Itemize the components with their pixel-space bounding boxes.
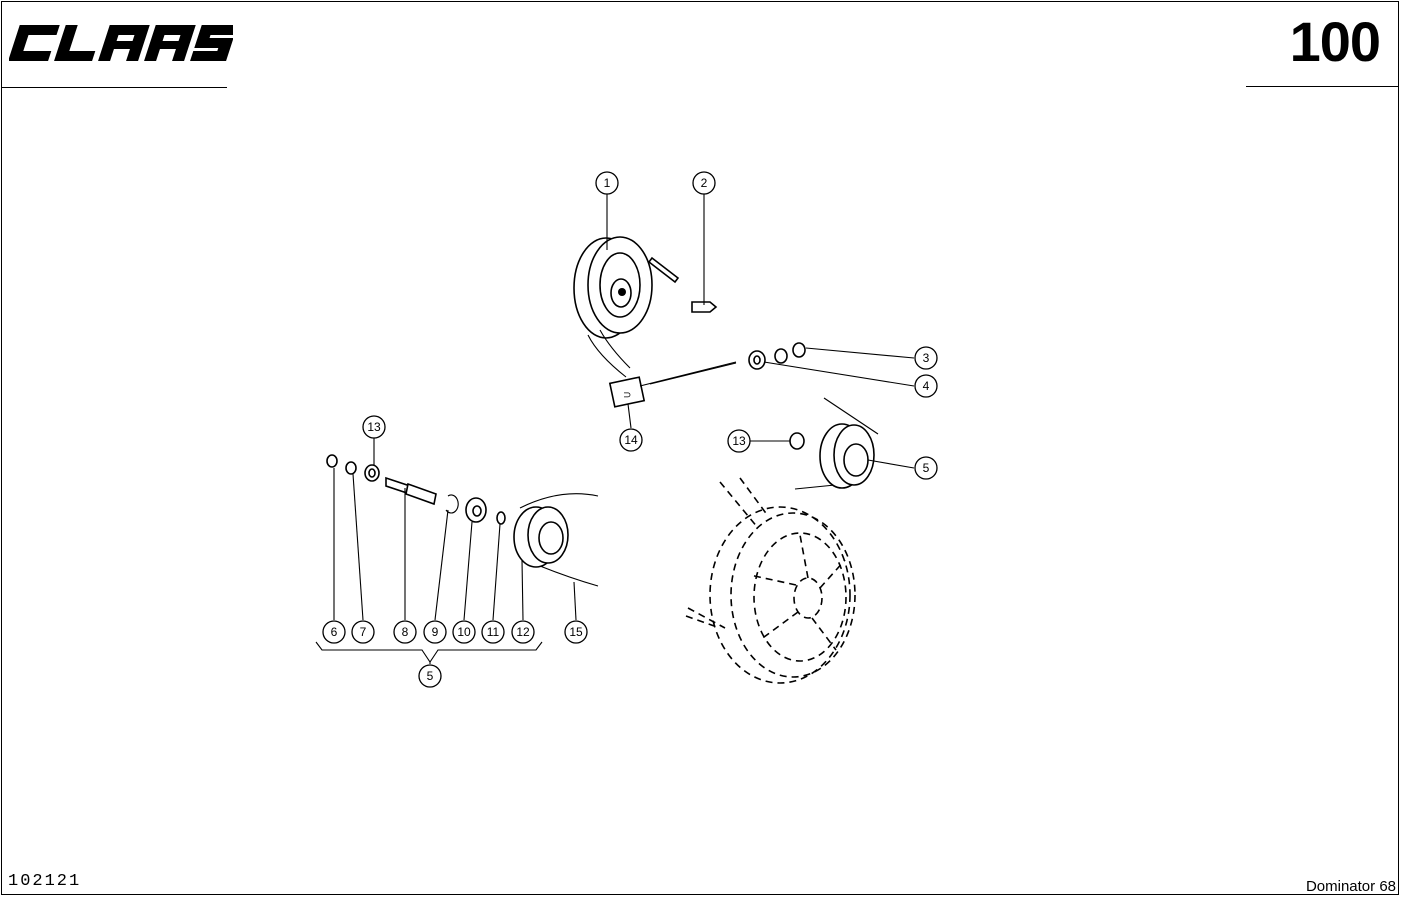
ring-13-left: [364, 464, 380, 482]
pulley-1: [573, 236, 680, 378]
callout-10: 10: [452, 620, 476, 644]
nuts-3: [774, 342, 806, 364]
svg-text:8: 8: [402, 625, 409, 639]
callout-8: 8: [393, 620, 417, 644]
svg-text:5: 5: [427, 669, 434, 683]
svg-text:7: 7: [360, 625, 367, 639]
callout-14: 14: [619, 428, 643, 452]
callout-5-right: 5: [914, 456, 938, 480]
svg-text:9: 9: [432, 625, 439, 639]
shaft-8: [385, 476, 437, 506]
svg-text:1: 1: [604, 176, 611, 190]
logo-box: [1, 1, 233, 88]
svg-text:4: 4: [923, 379, 930, 393]
page-number-rule: [1246, 86, 1398, 87]
pulley-5: [794, 397, 879, 490]
svg-text:⊃: ⊃: [623, 390, 631, 401]
callout-9: 9: [423, 620, 447, 644]
svg-text:13: 13: [367, 420, 381, 434]
svg-text:12: 12: [516, 625, 530, 639]
page-number: 100: [1289, 10, 1381, 73]
model-name: Dominator 68: [1305, 878, 1396, 895]
callout-13-left: 13: [362, 415, 386, 439]
document-code: 102121: [8, 872, 82, 891]
svg-text:13: 13: [732, 434, 746, 448]
bearing-10: [465, 497, 487, 523]
callout-15: 15: [564, 620, 588, 644]
washer-4: [748, 350, 766, 370]
svg-text:5: 5: [923, 461, 930, 475]
circlip-9: [445, 494, 459, 514]
callout-5-group: 5: [418, 664, 442, 688]
nut-6: [326, 454, 338, 468]
callout-4: 4: [914, 374, 938, 398]
ring-11: [496, 511, 506, 525]
key-2: [691, 301, 718, 313]
ring-13-right: [789, 432, 805, 450]
washer-7: [345, 461, 357, 475]
svg-text:10: 10: [457, 625, 471, 639]
svg-text:14: 14: [624, 433, 638, 447]
leader-lines: [315, 194, 915, 664]
callout-13-right: 13: [727, 429, 751, 453]
callout-2: 2: [692, 171, 716, 195]
svg-text:2: 2: [701, 176, 708, 190]
svg-text:3: 3: [923, 351, 930, 365]
callout-12: 12: [511, 620, 535, 644]
callout-7: 7: [351, 620, 375, 644]
dashed-wheel: [685, 477, 856, 684]
svg-text:15: 15: [569, 625, 583, 639]
callout-1: 1: [595, 171, 619, 195]
svg-text:6: 6: [331, 625, 338, 639]
callout-11: 11: [481, 620, 505, 644]
callout-6: 6: [322, 620, 346, 644]
callout-3: 3: [914, 346, 938, 370]
claas-logo: [9, 25, 233, 61]
pulley-12: [513, 493, 599, 587]
svg-text:11: 11: [487, 625, 500, 639]
tension-rod-14: ⊃: [608, 361, 737, 408]
